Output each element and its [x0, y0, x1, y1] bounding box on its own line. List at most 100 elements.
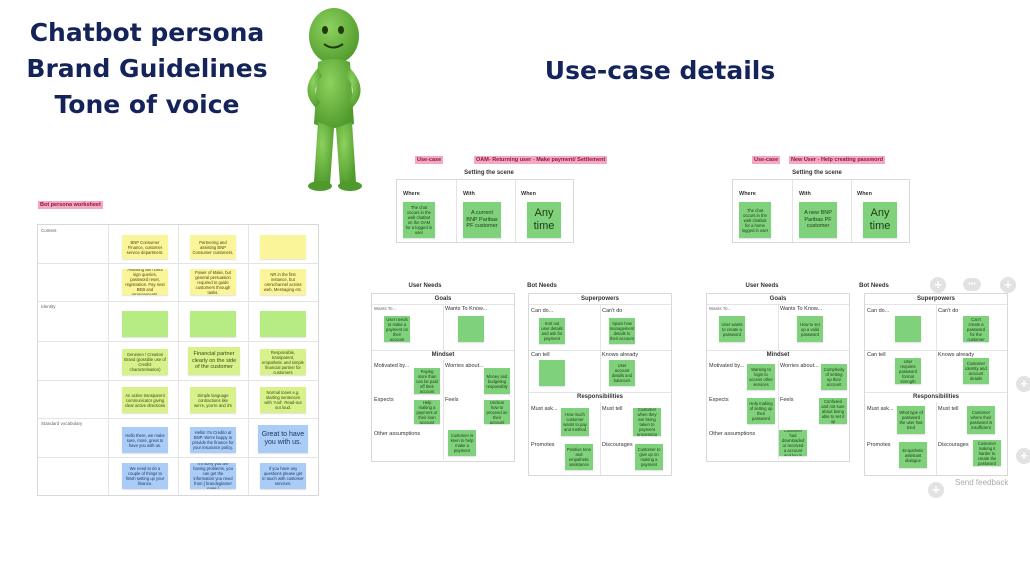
board2-discourages: Discourages [938, 442, 969, 448]
board2-note[interactable]: How to set up a valid password [797, 316, 823, 342]
persona-note[interactable]: Great to have you with us. [258, 425, 308, 453]
board1-goals: Goals [434, 296, 452, 302]
persona-row-context: Context [41, 228, 57, 233]
board1-note[interactable]: How much customer wants to pay and metho… [561, 408, 589, 436]
persona-note[interactable]: Hello! I'm Credito at BNP. We're happy t… [190, 427, 236, 453]
board2-note[interactable]: Customer making it harder to create the … [973, 440, 1001, 466]
persona-note[interactable]: Assisting with Debt sign queries, passwo… [122, 269, 168, 295]
add-right-icon[interactable]: + [1016, 376, 1030, 392]
board2-promotes: Promotes [867, 442, 891, 448]
board2-note[interactable]: Help making of setting up their password [747, 398, 775, 424]
board1-note[interactable] [539, 360, 565, 386]
add-icon[interactable]: + [930, 277, 946, 293]
board1-bot-needs[interactable]: Superpowers Can do... Can't do Sort out … [528, 293, 672, 476]
usecase1-with: With [463, 191, 475, 197]
board2-note[interactable] [895, 316, 921, 342]
board2-user-needs[interactable]: Goals Wants To... Wants To Know... User … [706, 293, 850, 462]
usecase2-scene-board[interactable]: Where With When The chat occurs in the w… [732, 179, 910, 243]
add-icon[interactable]: + [1000, 277, 1016, 293]
send-feedback-link[interactable]: Send feedback [955, 478, 1009, 487]
board1-cant-do: Can't do [602, 308, 623, 314]
usecase1-scene-board[interactable]: Where With When The chat occurs in the w… [396, 179, 574, 243]
persona-worksheet-board[interactable]: Context Identity Standard vocabulary BNP… [37, 224, 319, 496]
board2-knows-already: Knows already [938, 352, 975, 358]
persona-note[interactable]: I'm sorry you are having problems, you c… [190, 463, 236, 489]
persona-note[interactable]: Genesen / Creation Brand (possible use o… [122, 349, 168, 375]
usecase1-with-note[interactable]: A current BNP Paribas PF customer [463, 202, 501, 238]
persona-note[interactable] [260, 235, 306, 259]
persona-note[interactable]: BNP Consumer Finance, customer service d… [122, 235, 168, 259]
board1-note[interactable]: Money and budgeting responsibly [484, 368, 510, 394]
board2-note[interactable]: Customer had downloaded or received a ac… [779, 430, 807, 456]
usecase2-with-note[interactable]: A new BNP Paribas PF customer [799, 202, 837, 238]
board1-must-tell: Must tell [602, 406, 623, 412]
board1-note[interactable]: Help making a payment or their loan acco… [414, 400, 440, 424]
persona-note[interactable] [190, 311, 236, 337]
usecase1-scene-title: Setting the scene [464, 170, 514, 176]
board2-note[interactable]: Customer identity and account details [963, 358, 989, 384]
board2-note[interactable]: Confused and not sure about being able t… [819, 398, 847, 424]
board2-note[interactable]: Can't create a password for the customer [963, 316, 989, 342]
board2-must-tell: Must tell [938, 406, 959, 412]
usecase1-where: Where [403, 191, 420, 197]
persona-note[interactable]: Simple language contractions like we're,… [190, 387, 236, 413]
persona-note[interactable]: An active transparent communicator givin… [122, 387, 168, 413]
persona-note[interactable]: NR in the first instance, but omnichanne… [260, 269, 306, 295]
board1-note[interactable]: Paying more than can be paid off their a… [414, 368, 440, 394]
usecase1-when: When [521, 191, 536, 197]
board1-knows-already: Knows already [602, 352, 639, 358]
board1-user-needs[interactable]: Goals Wants To... Wants To Know... User … [371, 293, 515, 462]
board2-can-tell: Can tell [867, 352, 886, 358]
persona-note[interactable]: We need to do a couple of things to fini… [122, 463, 168, 489]
board2-note[interactable]: Customer where their password is insuffi… [967, 406, 995, 434]
persona-note[interactable]: If you have any questions please get in … [260, 463, 306, 489]
board1-note[interactable]: Positive tone and empathetic assistance [565, 444, 593, 470]
add-right-icon[interactable]: + [1016, 448, 1030, 464]
persona-note[interactable]: Financial partner clearly on the side of… [188, 347, 240, 375]
persona-note[interactable] [122, 311, 168, 337]
board2-mindset: Mindset [766, 352, 790, 358]
usecase1-when-note[interactable]: Any time [527, 202, 561, 238]
board2-goals: Goals [769, 296, 787, 302]
persona-note[interactable]: Responsible, transparent, empathetic and… [260, 349, 306, 375]
board2-worries-about: Worries about... [780, 363, 819, 369]
green-mascot-figure-icon [307, 8, 362, 191]
board2-responsibilities: Responsibilities [912, 394, 959, 400]
board1-note[interactable]: Customer to give up on making a payment [635, 444, 663, 470]
board2-feels: Feels [780, 397, 794, 403]
persona-note[interactable]: Hello there, we make sure, more, great t… [122, 427, 168, 453]
board1-note[interactable]: Spam how management details to their acc… [609, 318, 635, 344]
title-chatbot-persona: Chatbot persona [29, 18, 265, 47]
board1-superpowers: Superpowers [580, 296, 619, 302]
board1-note[interactable]: User needs to make a payment on their ac… [384, 316, 410, 342]
board1-note[interactable]: Unclear how to proceed on their account [484, 400, 510, 424]
persona-note[interactable]: Power of Make, but general persuasion re… [190, 269, 236, 295]
board2-bot-needs[interactable]: Superpowers Can do... Can't do Can't cre… [864, 293, 1008, 476]
board2-note[interactable]: User requires password format strength [895, 358, 921, 384]
board1-note[interactable]: Sort out user details and ask for paymen… [539, 318, 565, 344]
persona-row-identity: Identity [41, 304, 56, 309]
board1-note[interactable]: Customer when they are being taken to pa… [633, 408, 661, 436]
usecase2-when-note[interactable]: Any time [863, 202, 897, 238]
board2-expects: Expects [709, 397, 729, 403]
board1-note[interactable] [458, 316, 484, 342]
board1-responsibilities: Responsibilities [576, 394, 623, 400]
more-options-icon[interactable]: ••• [963, 278, 981, 291]
board2-note[interactable]: User wants to create a password [719, 316, 745, 342]
board2-other-assumptions: Other assumptions [709, 431, 756, 437]
board1-note[interactable]: User account details and balances [609, 360, 635, 386]
add-icon[interactable]: + [928, 482, 944, 498]
board2-wants-to-know: Wants To Know... [780, 306, 823, 312]
board2-note[interactable]: Complexity of setting up their account [821, 364, 847, 390]
usecase1-where-note[interactable]: The chat occurs in the web chatbot on th… [403, 202, 435, 238]
persona-note[interactable]: Partnering and assisting BNP Consumer cu… [190, 235, 236, 259]
persona-note[interactable] [260, 311, 306, 337]
usecase2-where-note[interactable]: The chat occurs in the web chatbot for a… [739, 202, 771, 238]
persona-note[interactable]: Normal tones e.g. starting sentences wit… [260, 387, 306, 413]
board1-wants-to: Wants To... [374, 306, 397, 311]
board2-note[interactable]: Empathetic assistant dialogue [899, 442, 927, 468]
usecase2-when: When [857, 191, 872, 197]
board2-note[interactable]: What type of password the user has tried [897, 406, 925, 434]
board2-note[interactable]: Wanting to login to access other service… [747, 364, 775, 390]
board1-note[interactable]: Customer is keen to help make a payment [448, 430, 476, 456]
